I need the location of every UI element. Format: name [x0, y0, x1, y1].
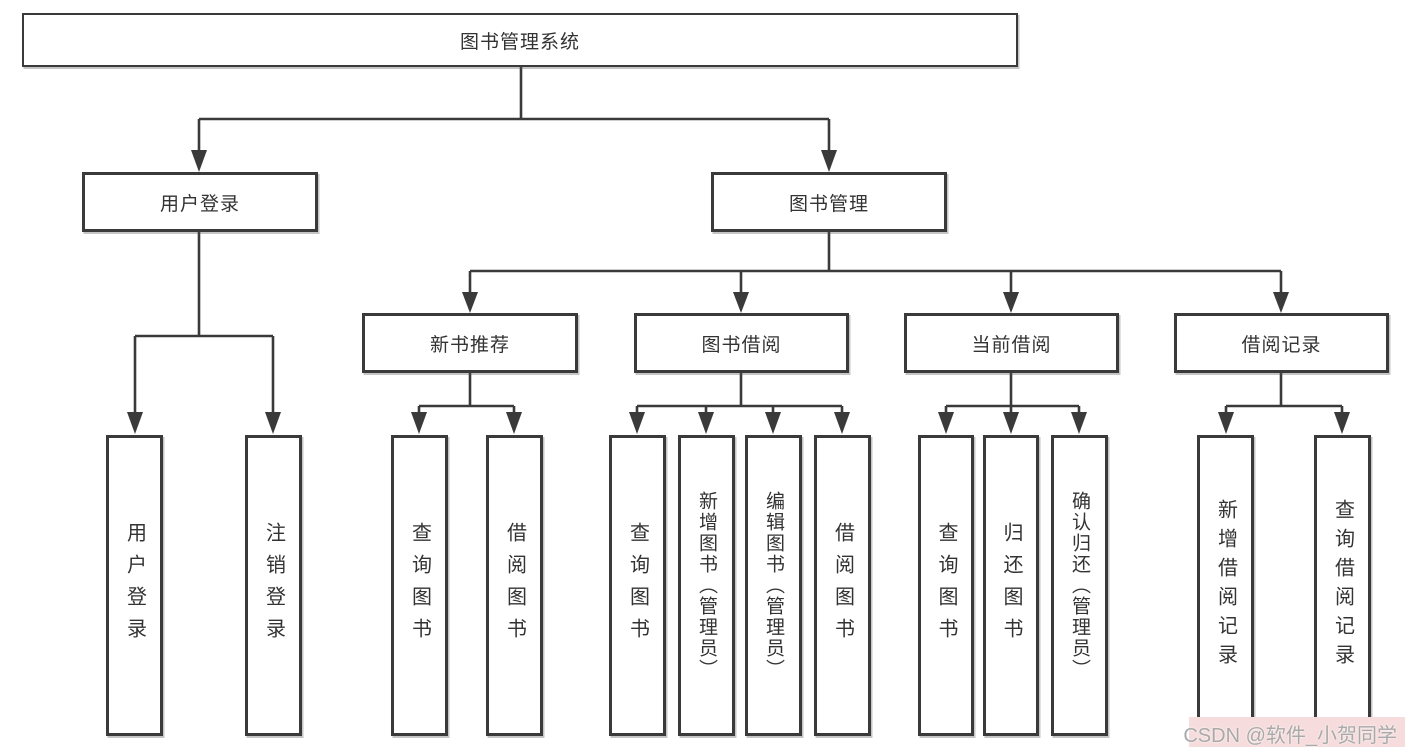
node-label: 图书管理系统 [459, 31, 580, 53]
node-label: 确认归还（管理员） [1069, 491, 1090, 680]
node-new-book-recommend: 新书推荐 [362, 313, 578, 373]
node-library-management-system: 图书管理系统 [22, 13, 1018, 67]
leaf-user-login: 用户登录 [106, 435, 163, 736]
node-label: 查询图书 [408, 521, 431, 650]
leaf-borrow-books-1: 借阅图书 [486, 435, 543, 736]
node-label: 借阅记录 [1241, 334, 1322, 356]
node-label: 新增图书（管理员） [696, 491, 717, 680]
leaf-borrow-books-2: 借阅图书 [814, 435, 871, 736]
node-label: 借阅图书 [831, 521, 854, 650]
node-label: 注销登录 [262, 521, 285, 650]
leaf-edit-books-admin: 编辑图书（管理员） [745, 435, 802, 736]
node-borrow-records: 借阅记录 [1174, 313, 1389, 373]
leaf-add-books-admin: 新增图书（管理员） [678, 435, 735, 736]
node-current-borrow: 当前借阅 [904, 313, 1119, 373]
watermark-band [1189, 717, 1405, 747]
leaf-confirm-return-admin: 确认归还（管理员） [1051, 435, 1108, 736]
node-user-login: 用户登录 [82, 172, 318, 232]
node-label: 图书管理 [788, 193, 869, 215]
node-label: 编辑图书（管理员） [763, 491, 784, 680]
leaf-return-books: 归还图书 [983, 435, 1039, 736]
node-label: 图书借阅 [701, 334, 782, 356]
node-label: 新书推荐 [429, 334, 510, 356]
node-label: 查询图书 [626, 521, 649, 650]
node-label: 查询借阅记录 [1331, 498, 1354, 673]
leaf-add-borrow-record: 新增借阅记录 [1197, 435, 1254, 736]
arrowhead-icons [127, 150, 1350, 434]
node-label: 借阅图书 [503, 521, 526, 650]
leaf-logout: 注销登录 [245, 435, 302, 736]
leaf-query-borrow-record: 查询借阅记录 [1314, 435, 1371, 736]
node-label: 归还图书 [1000, 521, 1022, 650]
leaf-query-books-2: 查询图书 [609, 435, 666, 736]
node-label: 新增借阅记录 [1214, 498, 1237, 673]
node-label: 用户登录 [123, 521, 146, 650]
leaf-query-books-3: 查询图书 [918, 435, 974, 736]
node-label: 用户登录 [159, 193, 240, 215]
node-book-management: 图书管理 [711, 172, 947, 232]
watermark-text: CSDN @软件_小贺同学 [1183, 725, 1397, 747]
node-book-borrow: 图书借阅 [634, 313, 849, 373]
node-label: 当前借阅 [971, 334, 1052, 356]
leaf-query-books-1: 查询图书 [391, 435, 448, 736]
node-label: 查询图书 [935, 521, 957, 650]
